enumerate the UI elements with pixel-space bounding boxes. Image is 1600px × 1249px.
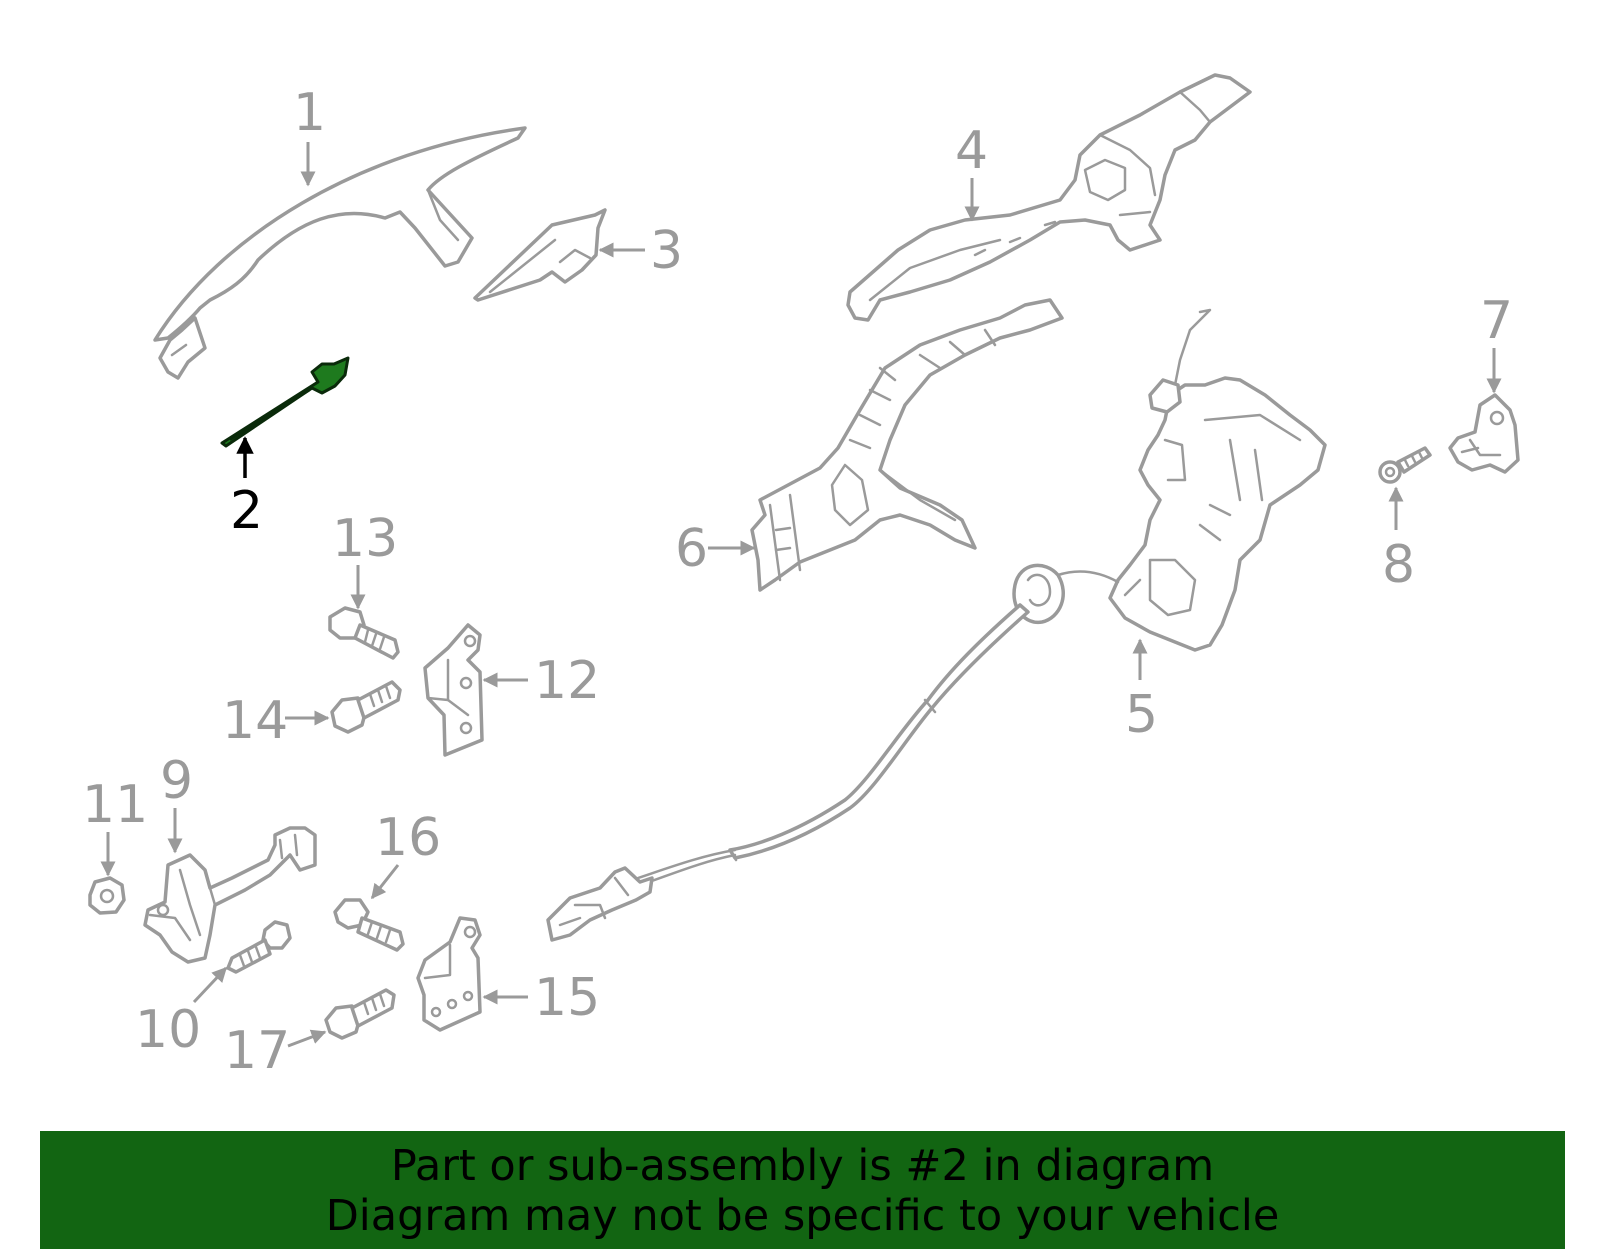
callout-16: 16	[375, 808, 441, 868]
callout-15: 15	[534, 968, 600, 1028]
part-9-check-link	[143, 826, 317, 964]
part-7-striker	[1448, 393, 1520, 474]
callout-labels: 1 2 3 4 5 6 7 8 9 10 11 12 13 14 15 16 1…	[82, 83, 1513, 1081]
callout-12: 12	[534, 651, 600, 711]
callout-7: 7	[1480, 291, 1513, 351]
part-17-bolt	[324, 988, 396, 1040]
part-1-door-handle	[153, 126, 527, 380]
callout-6: 6	[675, 519, 708, 579]
part-12-hinge	[423, 623, 484, 757]
banner-line-part-number: Part or sub-assembly is #2 in diagram	[390, 1141, 1215, 1191]
arrow-17	[287, 1029, 327, 1048]
callout-17: 17	[224, 1021, 290, 1081]
part-13-bolt	[328, 606, 400, 660]
part-3-cover	[473, 208, 607, 302]
part-8-screw	[1378, 446, 1432, 484]
part-4-handle-frame	[846, 73, 1252, 322]
callout-14: 14	[222, 691, 288, 751]
callout-11: 11	[82, 775, 148, 835]
arrow-16	[370, 864, 400, 900]
part-14-bolt	[330, 680, 402, 734]
banner-line-disclaimer: Diagram may not be specific to your vehi…	[325, 1191, 1280, 1241]
part-15-hinge	[416, 916, 482, 1032]
part-16-bolt	[333, 898, 405, 952]
callout-9: 9	[160, 751, 193, 811]
arrow-10	[192, 966, 228, 1004]
info-banner: Part or sub-assembly is #2 in diagram Di…	[40, 1131, 1565, 1249]
part-2-rod-highlighted	[220, 356, 350, 448]
callout-3: 3	[650, 221, 683, 281]
part-10-bolt	[226, 920, 292, 974]
callout-13: 13	[332, 509, 398, 569]
leader-arrows	[100, 142, 1502, 1048]
part-6-carrier-bracket	[750, 298, 1064, 592]
callout-5: 5	[1125, 685, 1158, 745]
callout-1: 1	[293, 83, 326, 143]
callout-10: 10	[135, 1000, 201, 1060]
parts-diagram: 1 2 3 4 5 6 7 8 9 10 11 12 13 14 15 16 1…	[82, 73, 1520, 1081]
callout-2: 2	[230, 481, 263, 541]
part-11-nut	[88, 876, 126, 915]
part-5-latch-and-cable	[546, 308, 1327, 942]
callout-8: 8	[1382, 535, 1415, 595]
callout-4: 4	[955, 121, 988, 181]
